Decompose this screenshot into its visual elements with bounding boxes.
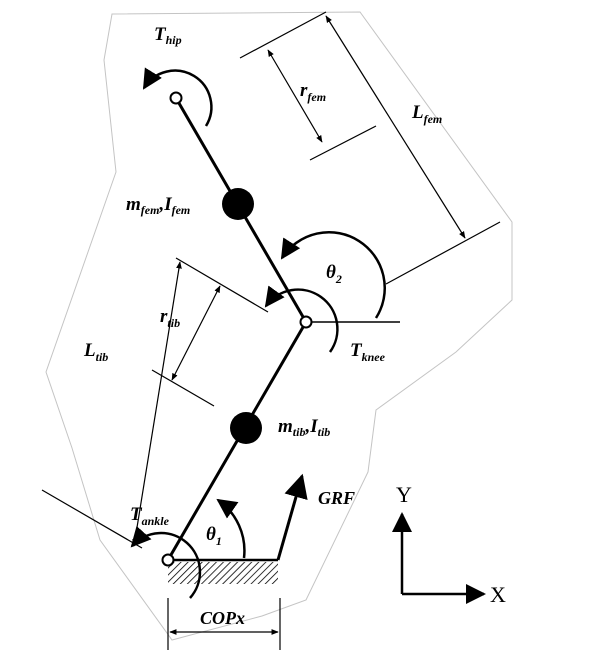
label-m-tib-i-tib: mtib,Itib [278,416,330,439]
ground-hatch [168,562,278,584]
label-t-hip: Thip [154,24,182,47]
r-tib-dimension [151,257,269,407]
knee-moment-arrow [264,285,339,353]
tibia-mass [230,412,262,444]
theta2-arc-arrow [280,231,386,319]
l-tib-dimension [41,261,182,549]
label-axis-y: Y [396,482,412,507]
l-fem-dimension [325,15,501,285]
hip-moment-arrow [142,67,213,127]
label-m-fem-i-fem: mfem,Ifem [126,194,190,217]
label-r-fem: rfem [300,80,326,104]
hip-joint [169,91,183,105]
label-t-ankle: Tankle [130,504,170,528]
knee-joint [299,315,313,329]
label-t-knee: Tknee [350,340,386,364]
copx-dimension [167,598,281,650]
femur-mass [222,188,254,220]
theta1-arc-arrow [216,498,246,559]
label-copx: COPx [200,608,245,628]
label-axis-x: X [490,582,506,607]
r-fem-dimension [239,11,377,161]
label-grf: GRF [318,488,355,508]
background-outline [45,11,513,641]
coordinate-axes [392,512,486,604]
label-l-fem: Lfem [411,102,442,126]
label-r-tib: rtib [160,306,180,330]
label-l-tib: Ltib [83,340,108,364]
label-theta1: θ1 [206,524,222,548]
ankle-joint [161,553,175,567]
label-theta2: θ2 [326,262,342,286]
ankle-moment-arrow [130,525,202,599]
grf-arrow [276,473,308,561]
